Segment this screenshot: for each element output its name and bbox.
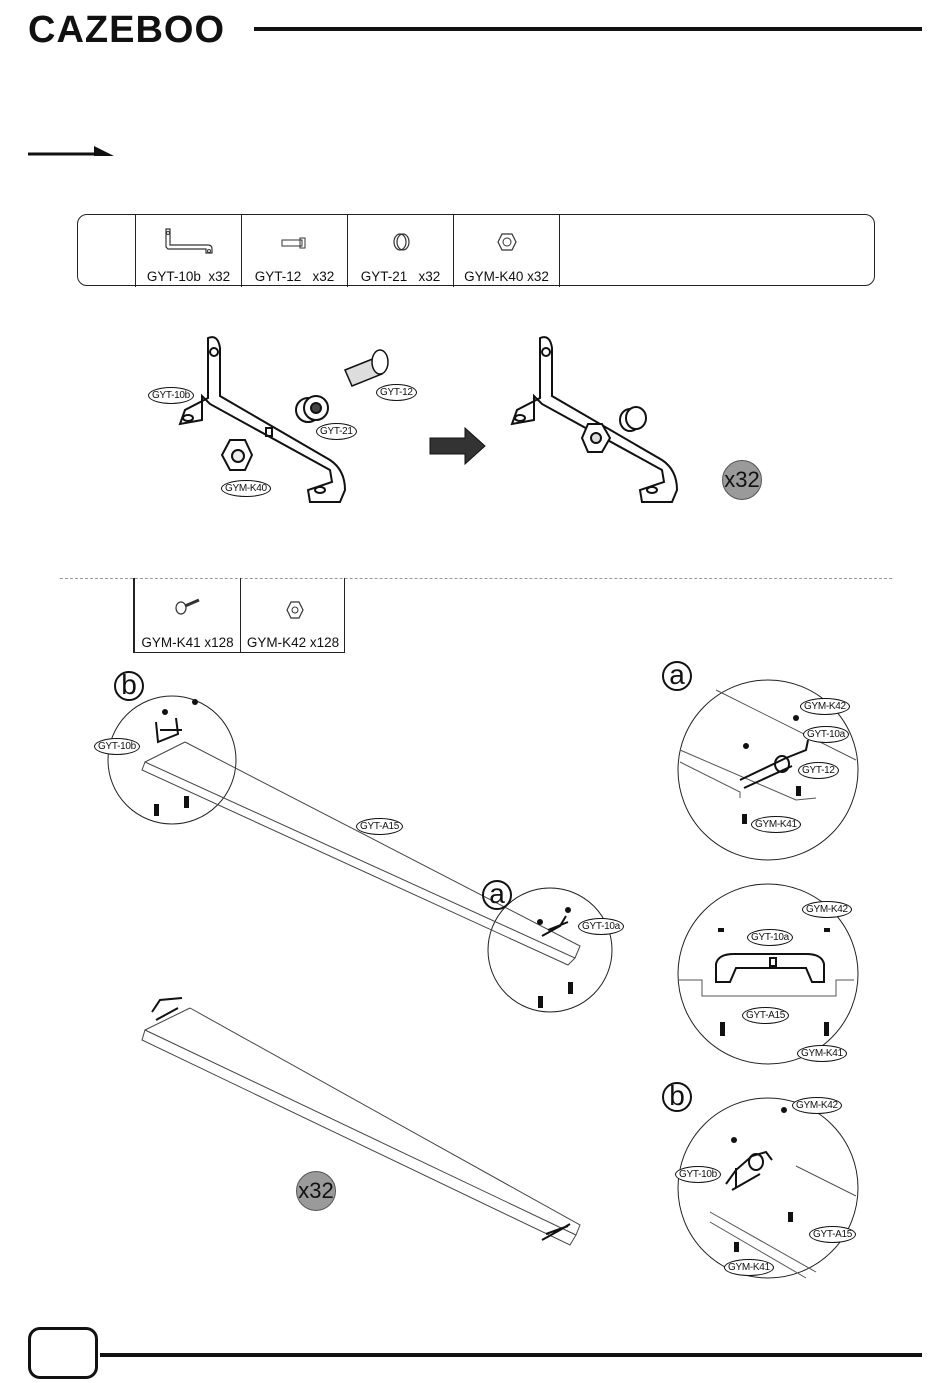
part-cell: GYT-12 x32: [241, 215, 347, 287]
parts-list-step1: GYT-10b x32 GYT-12 x32 GYT-21 x32 GYM-K4…: [77, 214, 875, 286]
callout-detail-a-pin: GYT-12: [798, 762, 839, 779]
lock-nut-icon: [241, 592, 347, 637]
callout-pin: GYT-12: [376, 384, 417, 401]
cell-divider: [559, 215, 560, 287]
assembled-bracket-drawing: [512, 337, 677, 502]
spacer-drawing: [296, 396, 328, 422]
part-qty: x32: [527, 269, 549, 284]
callout-detail-mid-bracket: GYT-10a: [747, 929, 793, 946]
header-rule: [254, 27, 922, 31]
callout-nut: GYM-K40: [221, 480, 271, 497]
callout-bracket-a: GYT-10a: [578, 918, 624, 935]
spacer-icon: [348, 221, 454, 266]
part-code: GYM-K41: [141, 635, 200, 650]
callout-detail-mid-rail: GYT-A15: [742, 1007, 789, 1024]
part-code: GYT-21: [361, 269, 408, 284]
callout-detail-a-bracket: GYT-10a: [803, 726, 849, 743]
detail-circle-a: [488, 888, 612, 1012]
screw-marks: [154, 699, 573, 1008]
callout-detail-b-screw: GYM-K41: [724, 1259, 774, 1276]
nut-icon: [454, 221, 560, 266]
part-cell: GYT-21 x32: [347, 215, 453, 287]
parts-list-step2: GYM-K41 x128 GYM-K42 x128: [133, 578, 345, 653]
callout-rail: GYT-A15: [356, 818, 403, 835]
callout-detail-b-bracket: GYT-10b: [675, 1166, 721, 1183]
l-bracket-icon: [136, 221, 242, 266]
lower-rail-brackets: [152, 998, 570, 1240]
part-cell: GYM-K42 x128: [240, 578, 345, 653]
screw-icon: [135, 592, 241, 637]
part-cell: GYM-K41 x128: [134, 578, 240, 653]
repeat-count-badge-step2: x32: [296, 1171, 336, 1211]
letter-a-main: a: [482, 880, 512, 910]
part-qty: x32: [313, 269, 335, 284]
nut-drawing: [222, 440, 252, 470]
lower-rail-drawing: [142, 1008, 580, 1245]
part-code: GYT-12: [255, 269, 302, 284]
callout-bracket: GYT-10b: [148, 387, 194, 404]
footer-rule: [100, 1353, 922, 1357]
part-qty: x128: [310, 635, 339, 650]
callout-detail-a-screw: GYM-K41: [751, 816, 801, 833]
pin-drawing: [345, 350, 388, 386]
callout-detail-mid-lock-nut: GYM-K42: [802, 901, 852, 918]
assembly-arrow-icon: [430, 428, 485, 464]
part-code: GYM-K40: [464, 269, 523, 284]
detail-b-illustration: [676, 1096, 861, 1280]
callout-detail-b-lock-nut: GYM-K42: [792, 1097, 842, 1114]
page-number-badge: [28, 1327, 98, 1379]
letter-b-main: b: [114, 671, 144, 701]
rail-bracket-b: [156, 718, 182, 742]
callout-detail-mid-screw: GYM-K41: [797, 1045, 847, 1062]
part-qty: x128: [204, 635, 233, 650]
step2-rail-illustration: [90, 690, 650, 1270]
repeat-count-badge: x32: [722, 460, 762, 500]
pin-icon: [242, 221, 348, 266]
part-code: GYM-K42: [247, 635, 306, 650]
part-qty: x32: [208, 269, 230, 284]
callout-detail-a-lock-nut: GYM-K42: [800, 698, 850, 715]
callout-bracket-b: GYT-10b: [94, 738, 140, 755]
part-cell: GYT-10b x32: [135, 215, 241, 287]
step-arrow-icon: [28, 144, 118, 160]
rail-drawing: [142, 742, 580, 965]
callout-spacer: GYT-21: [316, 423, 357, 440]
detail-circle-b: [108, 696, 236, 824]
brand-logo: CAZEBOO: [28, 8, 225, 52]
part-code: GYT-10b: [147, 269, 201, 284]
part-qty: x32: [419, 269, 441, 284]
part-cell: GYM-K40 x32: [453, 215, 559, 287]
callout-detail-b-rail: GYT-A15: [809, 1226, 856, 1243]
